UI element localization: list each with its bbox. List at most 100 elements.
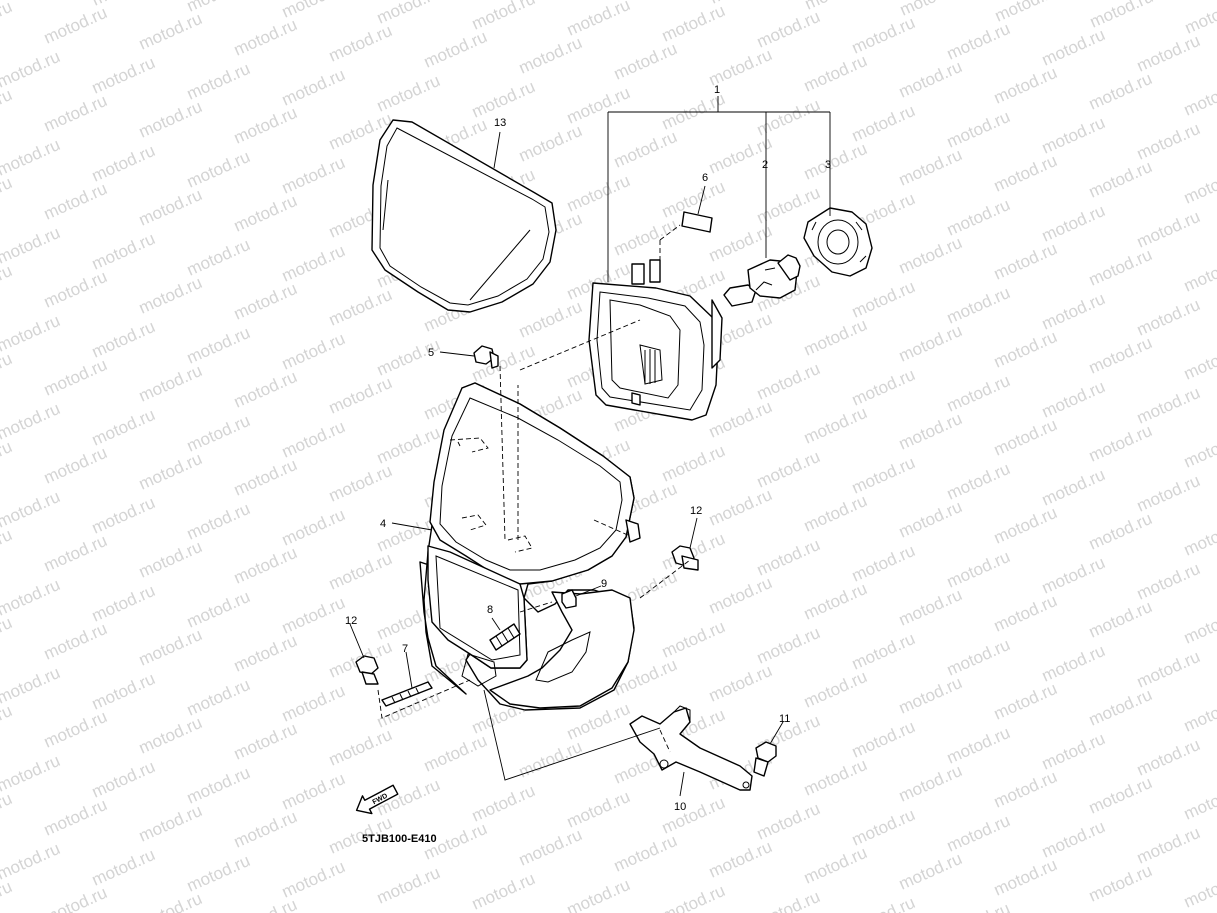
watermark-text: motod.ru <box>611 215 680 260</box>
watermark-text: motod.ru <box>991 63 1060 108</box>
watermark-text: motod.ru <box>0 437 15 482</box>
watermark-text: motod.ru <box>1181 427 1217 472</box>
watermark-text: motod.ru <box>41 443 110 488</box>
watermark-text: motod.ru <box>1086 509 1155 554</box>
watermark-text: motod.ru <box>1181 163 1217 208</box>
callout-7: 7 <box>402 643 408 655</box>
watermark-text: motod.ru <box>279 857 348 902</box>
watermark-text: motod.ru <box>1086 421 1155 466</box>
watermark-text: motod.ru <box>1134 471 1203 516</box>
callout-labels: 1 2 3 4 5 6 7 8 9 10 11 12 12 13 <box>345 84 831 813</box>
callout-10: 10 <box>674 801 686 813</box>
watermark-text: motod.ru <box>279 329 348 374</box>
watermark-text: motod.ru <box>564 171 633 216</box>
watermark-text: motod.ru <box>801 51 870 96</box>
watermark-text: motod.ru <box>944 195 1013 240</box>
watermark-text: motod.ru <box>136 273 205 318</box>
watermark-text: motod.ru <box>0 789 15 834</box>
watermark-text: motod.ru <box>516 297 585 342</box>
watermark-text: motod.ru <box>41 267 110 312</box>
watermark-text: motod.ru <box>231 279 300 324</box>
watermark-text: motod.ru <box>41 3 110 48</box>
part-11-bolt <box>753 741 777 777</box>
watermark-text: motod.ru <box>659 617 728 662</box>
watermark-text: motod.ru <box>991 767 1060 812</box>
watermark-text: motod.ru <box>754 95 823 140</box>
watermark-text: motod.ru <box>89 405 158 450</box>
part-4-headlight-cowl <box>419 382 641 711</box>
watermark-text: motod.ru <box>1181 339 1217 384</box>
watermark-text: motod.ru <box>469 781 538 826</box>
watermark-text: motod.ru <box>41 355 110 400</box>
watermark-text: motod.ru <box>1086 685 1155 730</box>
watermark-text: motod.ru <box>1086 333 1155 378</box>
diagram-code: 5TJB100-E410 <box>362 833 437 845</box>
watermark-text: motod.ru <box>706 397 775 442</box>
watermark-text: motod.ru <box>849 805 918 850</box>
watermark-text: motod.ru <box>0 877 15 913</box>
watermark-text: motod.ru <box>801 579 870 624</box>
callout-4: 4 <box>380 518 386 530</box>
watermark-text: motod.ru <box>0 223 63 268</box>
callout-12-left: 12 <box>345 615 357 627</box>
watermark-text: motod.ru <box>1039 641 1108 686</box>
watermark-text: motod.ru <box>41 179 110 224</box>
watermark-text: motod.ru <box>1039 377 1108 422</box>
watermark-text: motod.ru <box>1181 691 1217 736</box>
watermark-text: motod.ru <box>849 365 918 410</box>
watermark-text: motod.ru <box>896 321 965 366</box>
watermark-text: motod.ru <box>231 807 300 852</box>
watermark-text: motod.ru <box>231 455 300 500</box>
part-9-nut <box>561 589 577 609</box>
watermark-text: motod.ru <box>279 681 348 726</box>
watermark-text: motod.ru <box>0 525 15 570</box>
watermark-text: motod.ru <box>564 875 633 913</box>
watermark-text: motod.ru <box>1039 289 1108 334</box>
watermark-text: motod.ru <box>564 787 633 832</box>
watermark-text: motod.ru <box>89 757 158 802</box>
watermark-text: motod.ru <box>89 141 158 186</box>
watermark-text: motod.ru <box>136 889 205 913</box>
watermark-text: motod.ru <box>0 399 63 444</box>
watermark-text: motod.ru <box>991 591 1060 636</box>
watermark-text: motod.ru <box>944 371 1013 416</box>
watermark-text: motod.ru <box>136 449 205 494</box>
watermark-text: motod.ru <box>89 317 158 362</box>
watermark-text: motod.ru <box>1181 251 1217 296</box>
watermark-text: motod.ru <box>1134 383 1203 428</box>
watermark-text: motod.ru <box>991 679 1060 724</box>
watermark-text: motod.ru <box>706 485 775 530</box>
watermark-text: motod.ru <box>801 667 870 712</box>
watermark-text: motod.ru <box>1086 245 1155 290</box>
watermark-text: motod.ru <box>849 101 918 146</box>
watermark-text: motod.ru <box>849 893 918 913</box>
watermark-text: motod.ru <box>41 707 110 752</box>
watermark-text: motod.ru <box>754 535 823 580</box>
watermark-text: motod.ru <box>326 21 395 66</box>
watermark-text: motod.ru <box>0 311 63 356</box>
watermark-text: motod.ru <box>1134 647 1203 692</box>
watermark-text: motod.ru <box>659 881 728 913</box>
watermark-text: motod.ru <box>706 221 775 266</box>
watermark-text: motod.ru <box>801 843 870 888</box>
watermark-text: motod.ru <box>849 277 918 322</box>
watermark-text: motod.ru <box>136 185 205 230</box>
watermark-text: motod.ru <box>991 503 1060 548</box>
callout-3: 3 <box>825 159 831 171</box>
watermark-text: motod.ru <box>706 45 775 90</box>
watermark-text: motod.ru <box>611 127 680 172</box>
watermark-text: motod.ru <box>944 899 1013 913</box>
watermark-text: motod.ru <box>0 487 63 532</box>
watermark-text: motod.ru <box>231 543 300 588</box>
watermark-text: motod.ru <box>136 9 205 54</box>
watermark-text: motod.ru <box>1039 201 1108 246</box>
watermark-text: motod.ru <box>89 53 158 98</box>
watermark-text: motod.ru <box>1134 119 1203 164</box>
watermark-text: motod.ru <box>1086 597 1155 642</box>
watermark-text: motod.ru <box>754 623 823 668</box>
watermark-text: motod.ru <box>944 723 1013 768</box>
watermark-text: motod.ru <box>1181 603 1217 648</box>
watermark-text: motod.ru <box>231 191 300 236</box>
watermark-text: motod.ru <box>1182 0 1217 38</box>
